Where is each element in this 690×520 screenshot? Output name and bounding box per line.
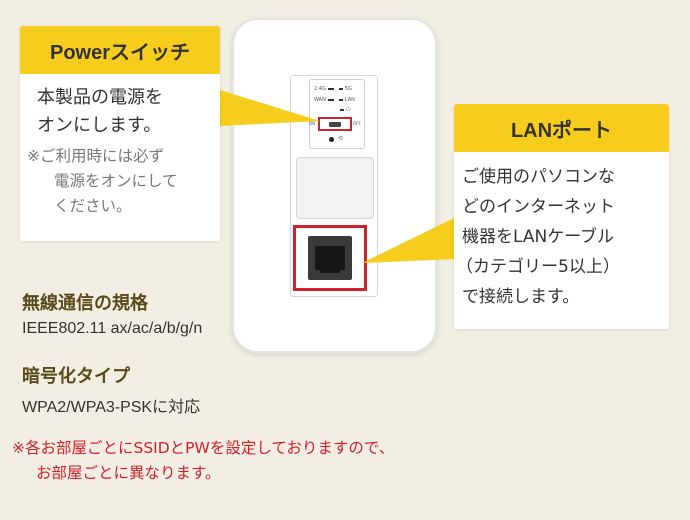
power-symbol-icon: ⏻	[346, 106, 351, 113]
lan-body-line: 機器をLANケーブル	[462, 227, 615, 247]
lan-port-callout: LANポート ご使用のパソコンな どのインターネット 機器をLANケーブル （カ…	[454, 104, 669, 329]
reset-button[interactable]	[329, 137, 334, 142]
led-2-4g-icon	[327, 88, 334, 90]
indicator-row-wireless: 2.4G 5G	[314, 86, 352, 92]
lan-pointer-icon	[362, 217, 456, 263]
encryption-type-heading: 暗号化タイプ	[22, 366, 130, 387]
indicator-label-lan: LAN	[344, 97, 355, 103]
power-note-line: ※ご利用時には必ず	[27, 147, 164, 165]
power-pointer-icon	[220, 90, 320, 126]
encryption-type-value: WPA2/WPA3-PSKに対応	[22, 399, 201, 416]
led-lan-icon	[338, 99, 343, 101]
power-callout-title: Powerスイッチ	[20, 26, 220, 74]
lan-jack-icon	[308, 236, 352, 280]
ssid-note: ※各お部屋ごとにSSIDとPWを設定しておりますので、 お部屋ごとに異なります。	[12, 436, 542, 486]
indicator-label-wan: WAN	[314, 97, 326, 103]
note-line: お部屋ごとに異なります。	[36, 464, 221, 482]
switch-knob-icon	[329, 122, 341, 127]
power-switch-callout: Powerスイッチ 本製品の電源を オンにします。 ※ご利用時には必ず 電源をオ…	[20, 26, 220, 241]
power-note-line: ください。	[54, 197, 132, 215]
wireless-standard-heading: 無線通信の規格	[22, 293, 148, 314]
lan-body-line: どのインターネット	[462, 197, 615, 217]
wireless-standard-value: IEEE802.11 ax/ac/a/b/g/n	[22, 320, 203, 337]
led-power-icon	[340, 109, 344, 111]
indicator-panel: 2.4G 5G WAN LAN ⏻	[309, 79, 365, 149]
indicator-row-wired: WAN LAN	[314, 97, 355, 103]
reset-symbol-icon: ⟲	[338, 135, 344, 142]
power-body-line: 本製品の電源を	[37, 87, 163, 108]
lan-jack-latch	[320, 267, 340, 273]
indicator-label-2-4g: 2.4G	[314, 86, 326, 92]
lan-body-line: で接続します。	[462, 287, 580, 307]
power-note: ※ご利用時には必ず 電源をオンにして ください。	[27, 144, 220, 219]
indicator-label-5g: 5G	[344, 86, 352, 92]
led-5g-icon	[338, 88, 343, 90]
power-note-line: 電源をオンにして	[54, 172, 178, 190]
power-switch[interactable]: ON OFF	[309, 117, 361, 131]
lan-callout-body: ご使用のパソコンな どのインターネット 機器をLANケーブル （カテゴリー5以上…	[454, 152, 669, 312]
lan-callout-title: LANポート	[454, 104, 669, 152]
led-wan-icon	[327, 99, 334, 101]
power-callout-body: 本製品の電源を オンにします。 ※ご利用時には必ず 電源をオンにして ください。	[20, 74, 220, 219]
indicator-row-power: ⏻	[340, 106, 351, 114]
power-body-line: オンにします。	[37, 115, 162, 136]
switch-on-label: ON	[309, 121, 316, 126]
lan-body-line: （カテゴリー5以上）	[456, 257, 620, 277]
lan-jack-opening	[315, 246, 345, 270]
blank-cover-panel	[296, 157, 374, 219]
lan-body-line: ご使用のパソコンな	[462, 167, 615, 187]
lan-port[interactable]	[293, 225, 367, 291]
note-line: ※各お部屋ごとにSSIDとPWを設定しておりますので、	[12, 439, 395, 457]
switch-off-label: OFF	[353, 121, 361, 126]
